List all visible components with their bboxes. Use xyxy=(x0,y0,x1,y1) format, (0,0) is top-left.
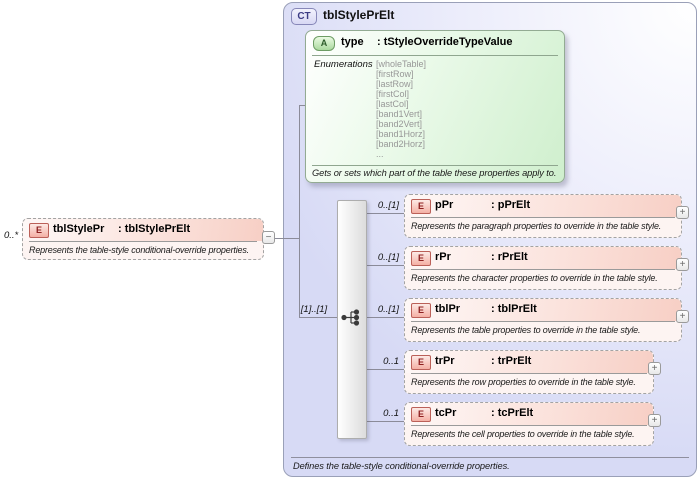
container-footer-description: Defines the table-style conditional-over… xyxy=(293,461,510,471)
enum-value: [firstCol] xyxy=(376,89,410,99)
element-type: : tcPrElt xyxy=(491,407,534,419)
element-divider xyxy=(29,241,257,242)
connector-attribute-stub xyxy=(299,105,306,106)
element-box-rPr[interactable]: E rPr : rPrElt Represents the character … xyxy=(404,246,682,290)
element-badge: E xyxy=(411,199,431,214)
expand-handle-tblPr[interactable]: + xyxy=(676,310,689,323)
container-footer-divider xyxy=(291,457,689,458)
element-description: Represents the table properties to overr… xyxy=(411,325,641,335)
element-header: E pPr : pPrElt xyxy=(405,195,681,217)
element-description: Represents the character properties to o… xyxy=(411,273,658,283)
element-box-pPr[interactable]: E pPr : pPrElt Represents the paragraph … xyxy=(404,194,682,238)
element-description: Represents the row properties to overrid… xyxy=(411,377,636,387)
element-description: Represents the table-style conditional-o… xyxy=(29,245,250,255)
cardinality-trPr: 0..1 xyxy=(383,356,399,367)
expand-handle-trPr[interactable]: + xyxy=(648,362,661,375)
element-header: E tblPr : tblPrElt xyxy=(405,299,681,321)
element-name: tblPr xyxy=(435,303,461,315)
enum-value: [firstRow] xyxy=(376,69,414,79)
enum-value: [wholeTable] xyxy=(376,59,427,69)
element-divider xyxy=(411,269,675,270)
element-divider xyxy=(411,373,647,374)
enum-value: [lastRow] xyxy=(376,79,414,89)
element-type: : trPrElt xyxy=(491,355,532,367)
element-badge: E xyxy=(411,355,431,370)
element-type: : tblStylePrElt xyxy=(118,223,191,235)
sequence-group-bar[interactable] xyxy=(337,200,367,439)
sequence-cardinality-label: [1]..[1] xyxy=(300,304,328,315)
element-badge: E xyxy=(411,303,431,318)
enum-value: [lastCol] xyxy=(376,99,409,109)
attribute-description: Gets or sets which part of the table the… xyxy=(312,168,557,178)
connector-branch-pPr xyxy=(365,213,404,214)
element-box-trPr[interactable]: E trPr : trPrElt Represents the row prop… xyxy=(404,350,654,394)
enumerations-label: Enumerations xyxy=(314,59,373,70)
sequence-icon xyxy=(341,309,360,326)
element-badge: E xyxy=(411,407,431,422)
element-type: : tblPrElt xyxy=(491,303,537,315)
element-description: Represents the cell properties to overri… xyxy=(411,429,635,439)
connector-branch-trPr xyxy=(365,369,404,370)
element-name: trPr xyxy=(435,355,455,367)
element-name: pPr xyxy=(435,199,454,211)
element-divider xyxy=(411,321,675,322)
cardinality-rPr: 0..[1] xyxy=(377,252,399,263)
element-description: Represents the paragraph properties to o… xyxy=(411,221,662,231)
cardinality-tcPr: 0..1 xyxy=(383,408,399,419)
expand-handle-rPr[interactable]: + xyxy=(676,258,689,271)
element-name: tcPr xyxy=(435,407,457,419)
enumerations-list: [wholeTable] [firstRow] [lastRow] [first… xyxy=(376,59,426,159)
element-type: : pPrElt xyxy=(491,199,531,211)
element-divider xyxy=(411,217,675,218)
enum-value: [band2Vert] xyxy=(376,119,423,129)
connector-branch-rPr xyxy=(365,265,404,266)
attribute-header-divider xyxy=(312,55,558,56)
attribute-name: type xyxy=(341,36,364,48)
cardinality-pPr: 0..[1] xyxy=(377,200,399,211)
complex-type-badge: CT xyxy=(291,8,317,25)
element-header: E rPr : rPrElt xyxy=(405,247,681,269)
complex-type-title: tblStylePrElt xyxy=(323,8,395,22)
element-name: rPr xyxy=(435,251,451,263)
element-type: : rPrElt xyxy=(491,251,528,263)
enum-value: ... xyxy=(376,149,384,159)
element-box-tblPr[interactable]: E tblPr : tblPrElt Represents the table … xyxy=(404,298,682,342)
expand-handle-tcPr[interactable]: + xyxy=(648,414,661,427)
element-name: tblStylePr xyxy=(53,223,105,235)
element-badge: E xyxy=(29,223,49,238)
collapse-handle[interactable]: − xyxy=(262,231,275,244)
element-divider xyxy=(411,425,647,426)
element-box-tcPr[interactable]: E tcPr : tcPrElt Represents the cell pro… xyxy=(404,402,654,446)
cardinality-tblPr: 0..[1] xyxy=(377,304,399,315)
root-cardinality-label: 0..* xyxy=(4,230,19,241)
connector-trunk-line xyxy=(299,105,300,318)
element-header: E tblStylePr : tblStylePrElt xyxy=(23,219,263,241)
attribute-badge: A xyxy=(313,36,335,51)
enum-value: [band1Horz] xyxy=(376,129,426,139)
connector-branch-tcPr xyxy=(365,421,404,422)
enum-value: [band1Vert] xyxy=(376,109,423,119)
element-badge: E xyxy=(411,251,431,266)
attribute-footer-divider xyxy=(312,165,558,166)
element-box-tblStylePr[interactable]: E tblStylePr : tblStylePrElt Represents … xyxy=(22,218,264,260)
connector-root-line xyxy=(270,238,299,239)
connector-branch-tblPr xyxy=(365,317,404,318)
attribute-type: : tStyleOverrideTypeValue xyxy=(377,36,513,48)
attribute-box-type[interactable]: A type : tStyleOverrideTypeValue Enumera… xyxy=(305,30,565,183)
expand-handle-pPr[interactable]: + xyxy=(676,206,689,219)
enum-value: [band2Horz] xyxy=(376,139,426,149)
element-header: E trPr : trPrElt xyxy=(405,351,653,373)
element-header: E tcPr : tcPrElt xyxy=(405,403,653,425)
connector-sequence-line xyxy=(299,317,338,318)
